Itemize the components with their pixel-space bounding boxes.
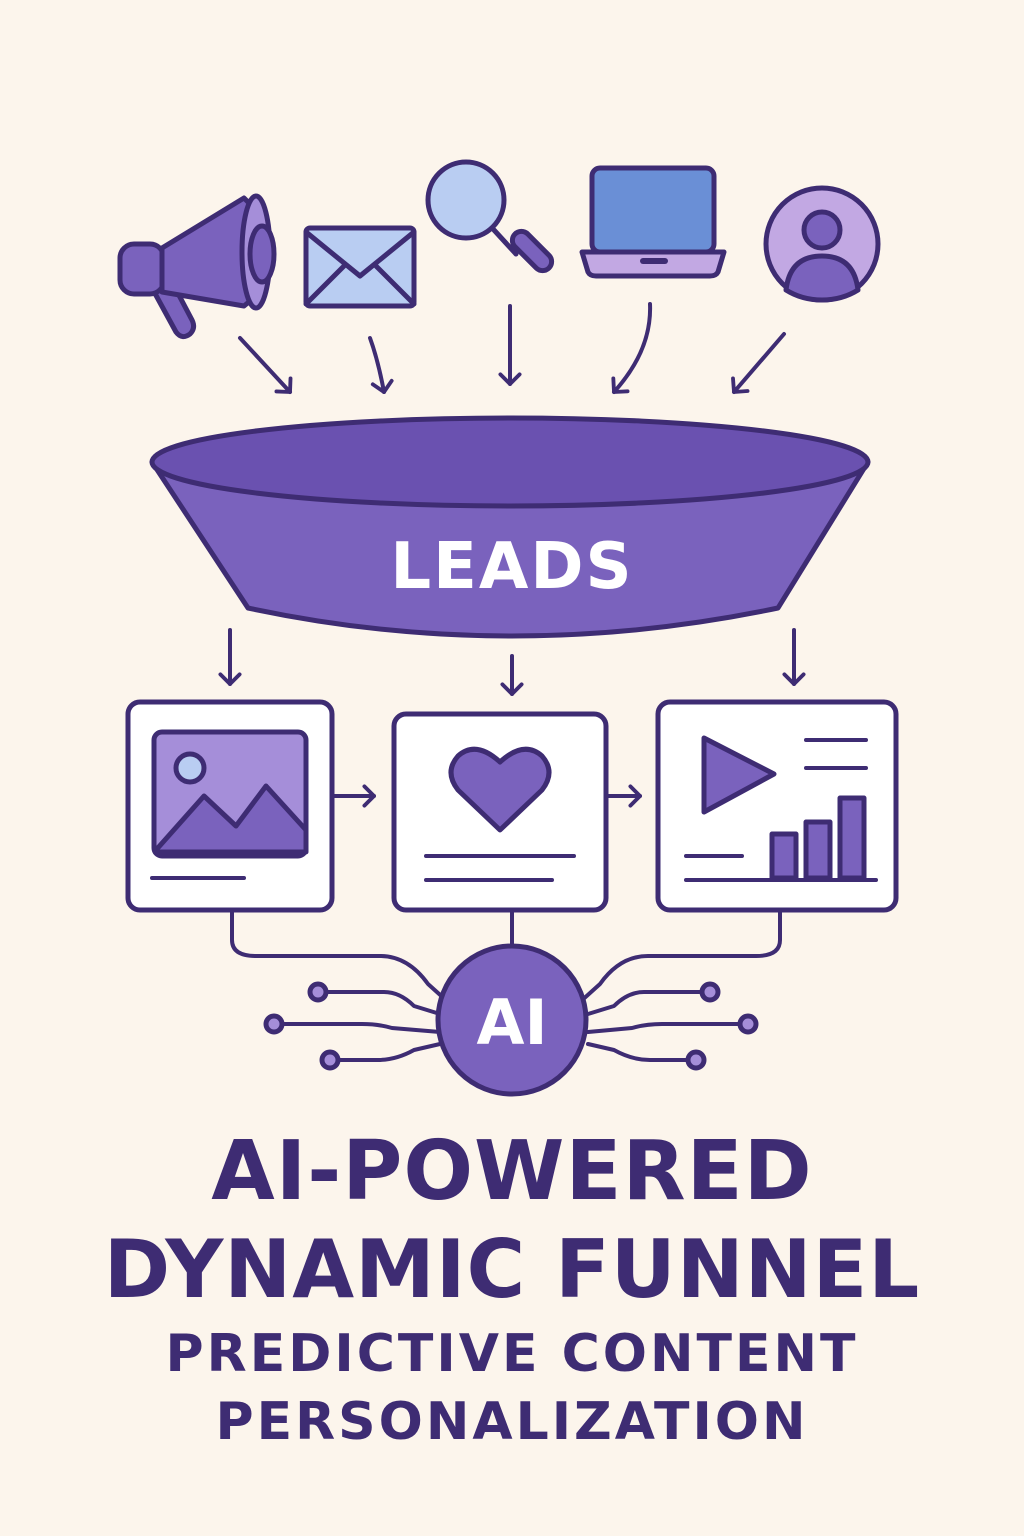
user-avatar-icon [763,185,881,303]
ai-hub: AI [435,943,589,1097]
arrow-megaphone-to-funnel [238,336,293,394]
title-line-1: AI-POWERED [211,1124,813,1219]
megaphone-icon [117,193,277,340]
image-icon [151,729,309,859]
leads-funnel: LEADS [149,415,871,639]
content-card-heart [391,711,609,913]
laptop-icon [579,165,727,279]
envelope-icon [303,225,417,309]
play-icon [701,735,777,815]
subtitle-line-1: PREDICTIVE CONTENT [165,1324,859,1384]
heart-icon [448,746,552,833]
source-arrows [238,302,786,394]
content-card-video [655,699,899,913]
funnel-label: LEADS [390,530,633,604]
arrow-avatar-to-funnel [731,332,786,394]
circuit-traces-left [263,981,442,1071]
funnel-arrows [218,628,806,696]
subtitle-line-2: PERSONALIZATION [215,1392,809,1452]
arrow-laptop-to-funnel [611,302,653,394]
hub-connectors [230,908,782,1004]
ai-hub-label: AI [476,986,547,1059]
arrow-envelope-to-funnel [368,336,394,394]
content-card-image [125,699,335,913]
title-line-2: DYNAMIC FUNNEL [103,1223,921,1316]
bar-chart-icon [769,795,867,881]
magnifier-icon [425,159,555,274]
circuit-traces-right [586,981,759,1071]
